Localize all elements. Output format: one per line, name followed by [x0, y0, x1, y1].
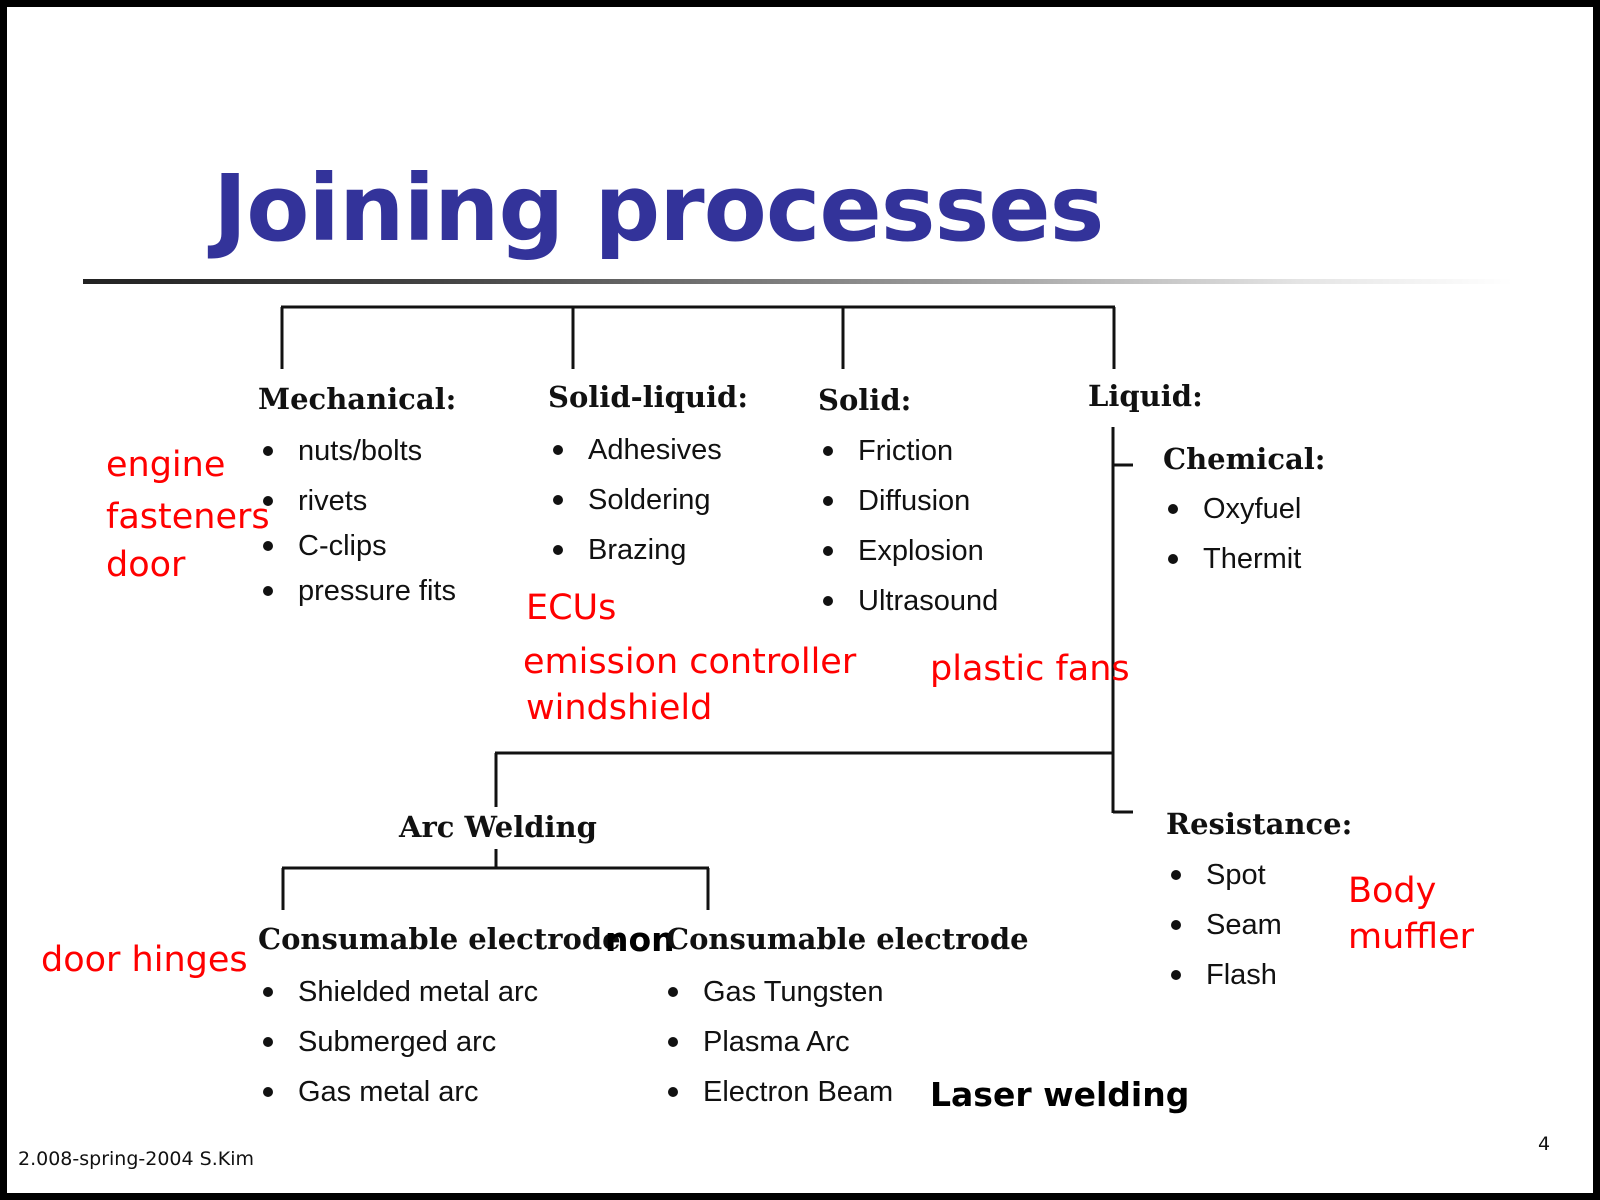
note-body: Body — [1348, 871, 1437, 911]
list-item: Plasma Arc — [663, 1022, 893, 1072]
chemical-list: Oxyfuel Thermit — [1163, 489, 1301, 589]
chemical-heading: Chemical: — [1163, 442, 1326, 476]
non-prefix: non — [605, 920, 675, 959]
note-door: door — [106, 545, 186, 585]
solid-list: Friction Diffusion Explosion Ultrasound — [818, 431, 998, 631]
nonconsumable-list: Gas Tungsten Plasma Arc Electron Beam — [663, 972, 893, 1122]
note-fasteners: fasteners — [106, 497, 270, 537]
note-windshield: windshield — [526, 688, 713, 728]
consumable-list: Shielded metal arc Submerged arc Gas met… — [258, 972, 538, 1122]
list-item: Adhesives — [548, 430, 722, 480]
solid-heading: Solid: — [818, 383, 912, 417]
list-item: Flash — [1166, 955, 1282, 1005]
laser-welding-label: Laser welding — [930, 1075, 1190, 1114]
list-item: pressure fits — [258, 571, 468, 649]
liquid-heading: Liquid: — [1088, 379, 1203, 413]
slide-title: Joining processes — [213, 155, 1104, 262]
list-item: Diffusion — [818, 481, 998, 531]
list-item: Friction — [818, 431, 998, 481]
list-item: nuts/bolts — [258, 431, 468, 481]
solid-liquid-list: Adhesives Soldering Brazing — [548, 430, 722, 580]
mechanical-list: nuts/bolts rivets C-clips pressure fits — [258, 431, 468, 649]
note-emission-controller: emission controller — [523, 642, 857, 682]
list-item: C-clips — [258, 526, 468, 571]
tree-connectors — [280, 305, 1133, 910]
list-item: Soldering — [548, 480, 722, 530]
consumable-heading: Consumable electrode — [258, 922, 621, 956]
title-rule — [83, 279, 1513, 284]
nonconsumable-heading: Consumable electrode — [666, 922, 1029, 956]
note-engine: engine — [106, 445, 226, 485]
list-item: Thermit — [1163, 539, 1301, 589]
list-item: Gas metal arc — [258, 1072, 538, 1122]
list-item: Shielded metal arc — [258, 972, 538, 1022]
resistance-list: Spot Seam Flash — [1166, 855, 1282, 1005]
arc-welding-heading: Arc Welding — [399, 810, 597, 844]
note-door-hinges: door hinges — [41, 940, 248, 980]
list-item: Submerged arc — [258, 1022, 538, 1072]
list-item: Seam — [1166, 905, 1282, 955]
list-item: rivets — [258, 481, 468, 526]
note-muffler: muffler — [1348, 917, 1475, 957]
list-item: Brazing — [548, 530, 722, 580]
page-number: 4 — [1538, 1133, 1551, 1155]
list-item: Gas Tungsten — [663, 972, 893, 1022]
list-item: Explosion — [818, 531, 998, 581]
list-item: Ultrasound — [818, 581, 998, 631]
note-ecus: ECUs — [526, 588, 617, 628]
list-item: Spot — [1166, 855, 1282, 905]
list-item: Electron Beam — [663, 1072, 893, 1122]
resistance-heading: Resistance: — [1166, 807, 1353, 841]
solid-liquid-heading: Solid-liquid: — [548, 380, 749, 414]
footer-course: 2.008-spring-2004 S.Kim — [18, 1148, 254, 1170]
note-plastic-fans: plastic fans — [930, 649, 1130, 689]
mechanical-heading: Mechanical: — [258, 382, 457, 416]
list-item: Oxyfuel — [1163, 489, 1301, 539]
